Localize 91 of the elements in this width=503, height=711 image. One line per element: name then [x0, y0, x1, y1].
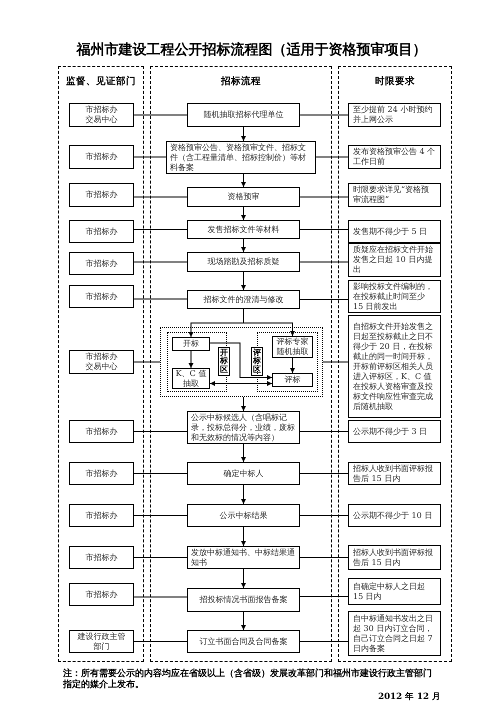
- dotted-frame: [160, 327, 323, 397]
- diagram-title: 福州市建设工程公开招标流程图（适用于资格预审项目）: [76, 42, 426, 59]
- arrow: [241, 174, 246, 188]
- connector-line: [134, 641, 188, 642]
- lane-header: 时限要求: [375, 76, 415, 88]
- process-box: 现场踏勘及招标质疑: [187, 252, 300, 272]
- connector-line: [134, 196, 188, 198]
- department-box: 市招标办: [69, 285, 134, 308]
- time-limit-box: 公示期不得少于 3 日: [348, 420, 441, 443]
- time-limit-box: 自确定中标人之日起 15 日内: [348, 578, 441, 605]
- connector-line: [134, 114, 188, 116]
- connector-line: [134, 557, 188, 558]
- arrow: [188, 350, 194, 368]
- process-box: 确定中标人: [187, 462, 300, 485]
- process-box: 评标专家随机抽取: [272, 336, 313, 358]
- connector-line: [300, 515, 348, 516]
- department-box: 市招标办交易中心: [69, 350, 134, 374]
- connector-line: [300, 114, 348, 116]
- arrow: [243, 308, 295, 336]
- time-limit-box: 至少提前 24 小时预约并上网公示: [348, 103, 441, 127]
- department-box: 市招标办: [69, 504, 134, 527]
- process-box: 招标文件的澄清与修改: [187, 290, 300, 309]
- department-box: 市招标办: [69, 252, 134, 275]
- process-box: 资格预审: [187, 187, 300, 207]
- connector-line: [134, 156, 166, 158]
- connector-line: [300, 473, 348, 474]
- connector-line: [300, 641, 348, 642]
- time-limit-box: 时限要求详见“资格预审流程图”: [348, 183, 441, 207]
- connector-line: [134, 431, 188, 432]
- arrow: [241, 206, 246, 220]
- swimlane: [150, 66, 332, 662]
- department-box: 市招标办: [69, 145, 134, 169]
- connector-line: [300, 557, 348, 558]
- connector-line: [300, 299, 348, 300]
- time-limit-box: 招标人收到书面评标报告后 15 日内: [348, 545, 441, 570]
- time-limit-box: 招标人收到书面评标报告后 15 日内: [348, 462, 441, 485]
- connector-line: [134, 298, 188, 300]
- time-limit-box: 自中标通知书发出之日起 30 日内订立合同，自己订立合同之日起 7 日内备案: [348, 611, 441, 656]
- swimlane: [58, 66, 144, 662]
- process-box: 公示中标结果: [187, 504, 300, 527]
- connector-line: [134, 473, 188, 474]
- connector-line: [134, 229, 188, 230]
- department-box: 市招标办: [69, 583, 134, 606]
- time-limit-box: 质疑应在招标文件开始发售之日起 10 日内提出: [348, 243, 441, 277]
- arrow: [290, 358, 295, 374]
- zone-label: 开标区: [218, 347, 230, 376]
- connector-line: [316, 156, 348, 158]
- arrow: [241, 272, 246, 290]
- process-box: 开标: [172, 337, 210, 351]
- connector-line: [300, 229, 348, 230]
- department-box: 建设行政主管部门: [69, 630, 134, 653]
- process-box: 发售招标文件等材料: [187, 220, 300, 239]
- time-limit-box: 发售期不得少于 5 日: [348, 220, 441, 243]
- process-box: 随机抽取招标代理单位: [187, 103, 300, 127]
- arrow: [241, 526, 246, 546]
- time-limit-box: 发布资格预审公告 4 个工作日前: [348, 145, 441, 169]
- arrow: [241, 126, 246, 142]
- connector-line: [134, 515, 188, 516]
- arrow: [241, 568, 246, 588]
- connector-line: [134, 596, 188, 598]
- department-box: 市招标办: [69, 462, 134, 485]
- arrow: [241, 612, 246, 630]
- arrow: [241, 238, 246, 252]
- process-box: 评标: [272, 373, 313, 387]
- connector-line: [300, 596, 348, 597]
- swimlane: [338, 66, 452, 662]
- department-box: 市招标办: [69, 420, 134, 443]
- department-box: 市招标办: [69, 546, 134, 569]
- process-box: 招投标情况书面报告备案: [187, 588, 300, 612]
- department-box: 市招标办交易中心: [69, 103, 134, 127]
- time-limit-box: 影响投标文件编制的，在投标截止时间至少 15 日前发出: [348, 280, 441, 313]
- process-box: 公示中标候选人（含唱标记录，投标总得分，业绩，废标和无效标的情况等内容）: [187, 411, 300, 444]
- time-limit-box: 公示期不得少于 10 日: [348, 504, 441, 527]
- connector-line: [300, 431, 348, 432]
- double-arrow: [210, 381, 272, 386]
- date-label: 2012 年 12 月: [378, 692, 441, 702]
- process-box: 发放中标通知书、中标结果通知书: [187, 546, 300, 569]
- arrow: [210, 342, 272, 380]
- process-box: 资格预审公告、资格预审文件、招标文件（含工程量清单、招标控制价）等材料备案: [166, 141, 316, 174]
- lane-header: 监督、见证部门: [66, 76, 136, 88]
- process-box: K、C 值抽取: [172, 368, 210, 389]
- process-box: 订立书面合同及合同备案: [187, 630, 300, 653]
- connector-line: [300, 196, 348, 198]
- arrow: [241, 396, 246, 412]
- footnote: 注：所有需要公示的内容均应在省级以上（含省级）发展改革部门和福州市建设行政主管部门指定的媒介上发布。: [63, 669, 433, 690]
- department-box: 市招标办: [69, 183, 134, 207]
- arrow: [241, 444, 246, 462]
- time-limit-box: 自招标文件开始发售之日起至投标截止之日不得少于 20 日，在投标截止的同一时间开标，开标前评标区相关人员进入评标区，K、C 值在投标人资格审查及投标文件响应性审查完成后随机抽取: [348, 315, 441, 418]
- lane-header: 招标流程: [221, 76, 261, 88]
- department-box: 市招标办: [69, 220, 134, 243]
- arrow: [241, 484, 246, 504]
